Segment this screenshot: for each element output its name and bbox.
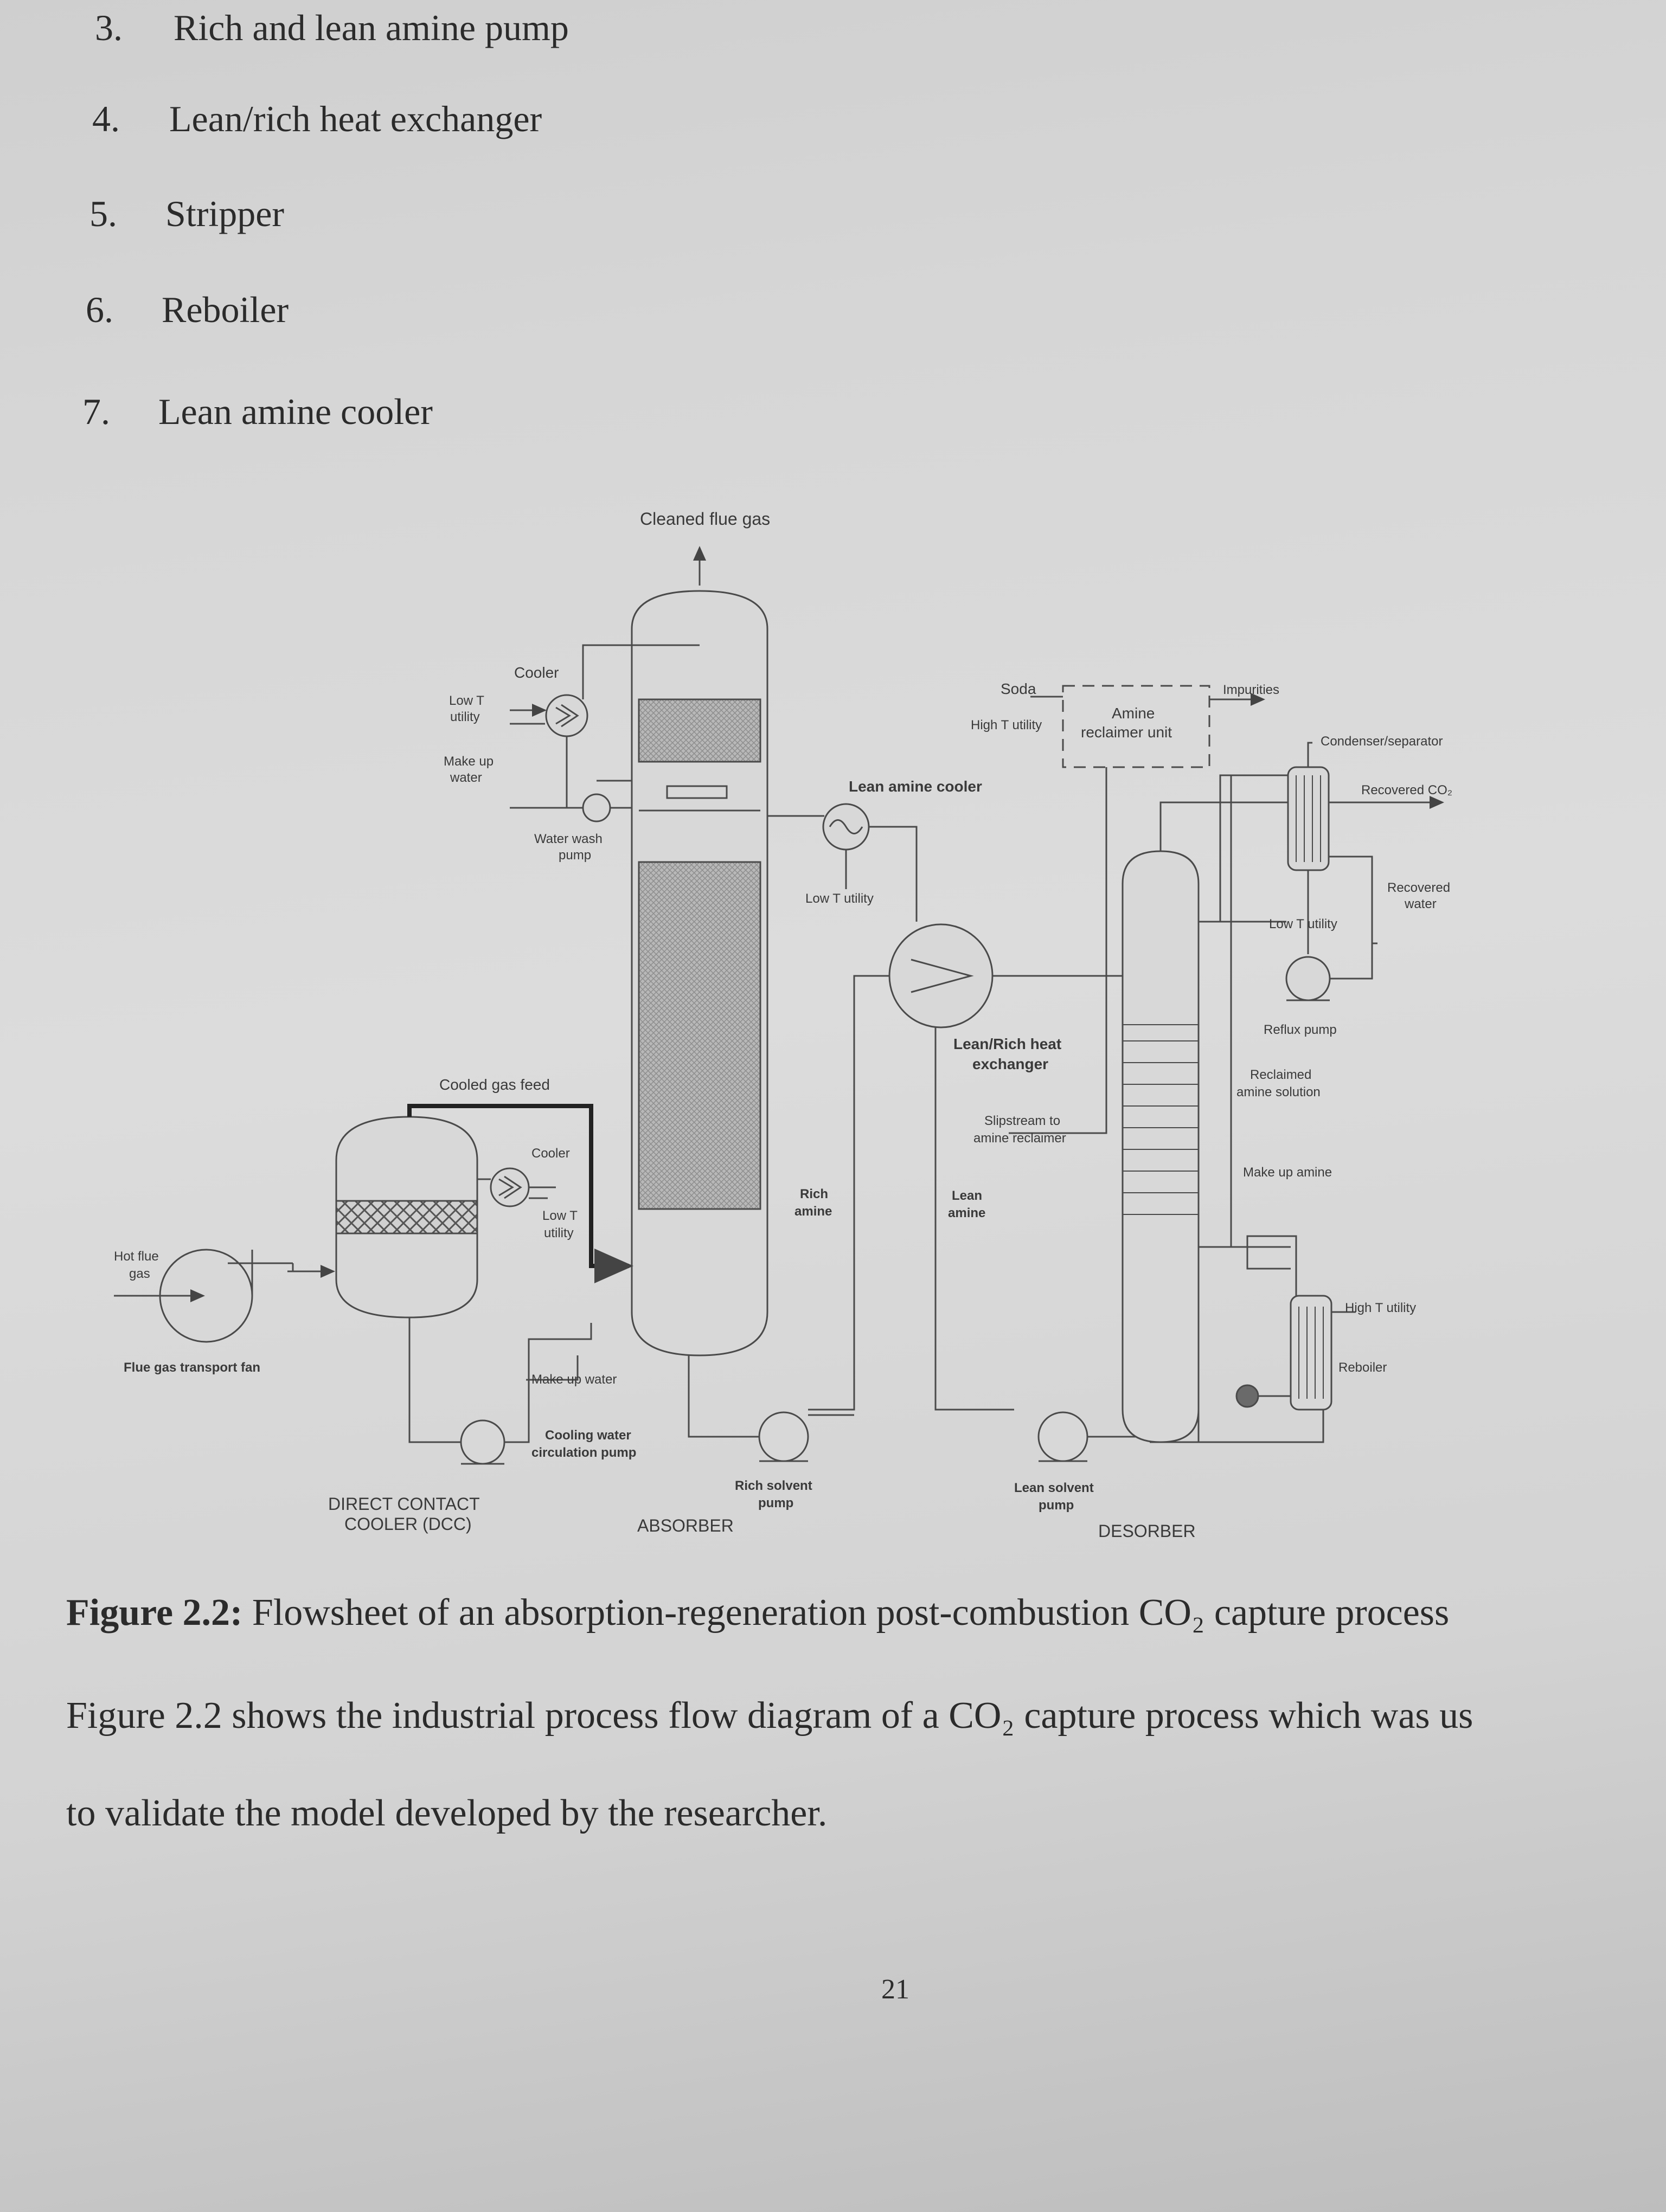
label-reclaimed-amine: Reclaimed: [1250, 1068, 1311, 1082]
label-make-up-water: water: [450, 770, 482, 785]
label-hot-flue-gas: Hot flue: [114, 1249, 159, 1264]
label-recovered-co2: Recovered CO₂: [1361, 783, 1452, 798]
label-desorber: DESORBER: [1098, 1521, 1196, 1541]
page-number: 21: [881, 1974, 909, 2005]
label-high-t-utility: High T utility: [971, 718, 1042, 732]
label-low-t-dcc: utility: [544, 1226, 574, 1240]
label-rich-amine: amine: [794, 1204, 832, 1219]
cooled-gas-feed-line: [407, 1104, 633, 1283]
label-lean-amine: amine: [948, 1206, 985, 1220]
label-lean-amine-cooler: Lean amine cooler: [849, 778, 982, 795]
label-dcc: DIRECT CONTACT: [328, 1494, 480, 1514]
label-absorber: ABSORBER: [637, 1516, 734, 1535]
label-slipstream: Slipstream to: [984, 1114, 1060, 1128]
reflux-pump: [1285, 956, 1331, 1001]
label-make-up-amine: Make up amine: [1243, 1165, 1332, 1180]
label-cooling-water-pump: Cooling water: [545, 1428, 631, 1443]
rich-solvent-pump: [758, 1411, 809, 1462]
dcc-cooler: [490, 1167, 530, 1207]
label-water-wash-pump: pump: [559, 848, 591, 863]
label-reclaimed-amine: amine solution: [1236, 1085, 1321, 1099]
caption-label: Figure 2.2:: [66, 1592, 243, 1634]
reboiler-valve: [1235, 1384, 1259, 1408]
absorber-packing-main: [638, 861, 761, 1210]
dcc-packing: [335, 1200, 478, 1234]
label-dcc: COOLER (DCC): [344, 1514, 472, 1534]
label-low-t-utility-right: Low T utility: [1269, 917, 1337, 931]
label-cleaned-flue-gas: Cleaned flue gas: [640, 509, 770, 529]
label-lean-rich-hx: exchanger: [972, 1056, 1048, 1072]
label-cooled-gas-feed: Cooled gas feed: [439, 1076, 550, 1093]
absorber-packing-top: [638, 698, 761, 763]
label-recovered-water: Recovered: [1387, 880, 1450, 895]
label-amine-reclaimer: reclaimer unit: [1081, 724, 1172, 741]
figure-caption: Figure 2.2: Flowsheet of an absorption-r…: [66, 1591, 1449, 1635]
caption-text: Flowsheet of an absorption-regeneration …: [242, 1592, 1450, 1634]
body-paragraph-line: to validate the model developed by the r…: [66, 1792, 828, 1834]
desorber-column: [1122, 850, 1200, 1443]
label-slipstream: amine reclaimer: [973, 1131, 1066, 1146]
label-make-up-water: Make up: [444, 754, 494, 769]
top-cooler: [545, 694, 588, 737]
lean-solvent-pump: [1037, 1411, 1088, 1462]
label-rich-amine: Rich: [800, 1187, 828, 1201]
label-condenser-separator: Condenser/separator: [1321, 734, 1443, 749]
label-lean-amine: Lean: [952, 1188, 982, 1203]
label-low-t-utility: utility: [450, 710, 480, 724]
label-lean-rich-hx: Lean/Rich heat: [953, 1036, 1061, 1052]
body-paragraph-line: Figure 2.2 shows the industrial process …: [66, 1695, 1473, 1737]
condenser-separator: [1287, 766, 1330, 871]
label-rich-solvent-pump: pump: [758, 1496, 793, 1510]
label-amine-reclaimer: Amine: [1112, 705, 1155, 722]
label-reflux-pump: Reflux pump: [1264, 1023, 1337, 1037]
label-low-t-dcc: Low T: [542, 1208, 578, 1223]
label-recovered-water: water: [1404, 897, 1437, 911]
label-lean-solvent-pump: Lean solvent: [1014, 1481, 1094, 1495]
label-cooler-dcc: Cooler: [531, 1146, 570, 1161]
amine-reclaimer-unit: [1062, 685, 1210, 768]
label-soda: Soda: [1001, 680, 1036, 697]
label-low-t-utility: Low T: [449, 693, 484, 708]
label-high-t-utility-right: High T utility: [1345, 1301, 1416, 1315]
label-impurities: Impurities: [1223, 683, 1279, 697]
lean-rich-heat-exchanger: [888, 923, 994, 1028]
label-water-wash-pump: Water wash: [534, 832, 603, 846]
label-cooler-top: Cooler: [514, 664, 559, 681]
water-wash-pump: [582, 793, 611, 822]
cooling-water-pump: [460, 1419, 505, 1465]
label-low-t-utility-mid: Low T utility: [805, 891, 874, 906]
label-make-up-water-dcc: Make up water: [531, 1372, 617, 1387]
process-flow-diagram: Cleaned flue gas Cooler Low T utility Ma…: [114, 509, 1452, 1541]
reboiler: [1290, 1295, 1332, 1411]
label-rich-solvent-pump: Rich solvent: [735, 1478, 812, 1493]
label-flue-gas-fan: Flue gas transport fan: [124, 1360, 260, 1375]
label-cooling-water-pump: circulation pump: [531, 1445, 636, 1460]
label-hot-flue-gas: gas: [129, 1266, 150, 1281]
label-lean-solvent-pump: pump: [1039, 1498, 1074, 1513]
label-reboiler: Reboiler: [1338, 1360, 1387, 1375]
